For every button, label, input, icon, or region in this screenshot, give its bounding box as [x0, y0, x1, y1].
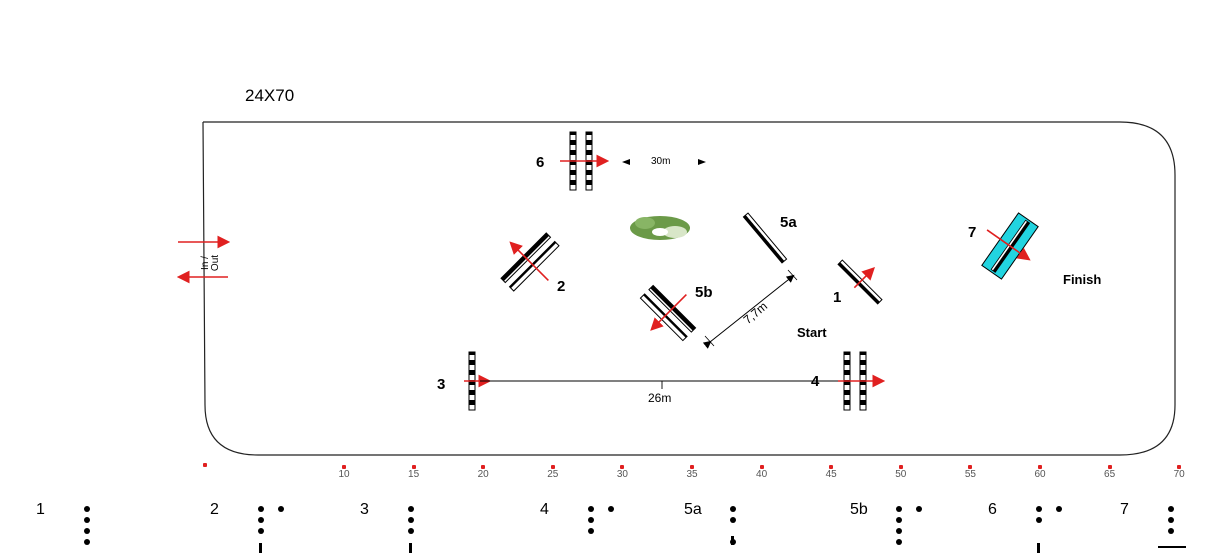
legend-dot	[730, 517, 736, 523]
fence-label-7: 7	[968, 224, 977, 241]
legend-dot	[258, 517, 264, 523]
distance-line-5	[702, 274, 795, 349]
legend-dot	[84, 506, 90, 512]
scale-tick-mark	[898, 465, 903, 469]
fence-label-4: 4	[811, 373, 820, 390]
legend-dot	[896, 528, 902, 534]
fence-2	[500, 232, 560, 292]
fence-label-1: 1	[833, 289, 842, 306]
fence-5b	[639, 284, 697, 342]
fence-label-6: 6	[536, 154, 545, 171]
arena-size-label: 24X70	[245, 86, 295, 105]
scale-tick-mark	[1107, 465, 1112, 469]
legend-dot	[1036, 517, 1042, 523]
legend-dot	[896, 539, 902, 545]
scale-tick-label: 55	[964, 469, 976, 480]
legend-dot	[408, 528, 414, 534]
legend-dot	[588, 506, 594, 512]
scale-tick-mark	[759, 465, 764, 469]
legend-dot	[896, 517, 902, 523]
scale-tick-label: 65	[1104, 469, 1116, 480]
distance-arrow-left	[622, 159, 630, 165]
fence-1	[837, 259, 883, 305]
legend-dot	[84, 517, 90, 523]
fence-5a	[742, 212, 788, 264]
scale-tick-mark	[620, 465, 625, 469]
legend-dot	[408, 517, 414, 523]
legend-code-number: 6	[988, 501, 997, 518]
scale-tick-label: 25	[547, 469, 559, 480]
scale-tick-mark	[1177, 465, 1182, 469]
legend-dot	[84, 528, 90, 534]
scale-tick-label: 45	[825, 469, 837, 480]
finish-label: Finish	[1063, 272, 1102, 287]
scale-tick-label: 10	[338, 469, 350, 480]
legend-bar	[1037, 543, 1040, 553]
scale-tick-label: 40	[756, 469, 768, 480]
scale-origin-mark	[203, 463, 207, 467]
distance-label-26m: 26m	[648, 391, 672, 405]
legend-bar	[1158, 546, 1186, 548]
distance-arrow-right	[698, 159, 706, 165]
legend-dot	[278, 506, 284, 512]
legend-code-number: 4	[540, 501, 549, 518]
fence-label-3: 3	[437, 376, 446, 393]
entry-label: In / Out	[200, 254, 221, 272]
legend-dot	[1036, 506, 1042, 512]
scale-tick-label: 60	[1034, 469, 1046, 480]
legend-dot	[1168, 517, 1174, 523]
scale-tick-mark	[411, 465, 416, 469]
scale-tick-label: 20	[477, 469, 489, 480]
legend-code-number: 3	[360, 501, 369, 518]
legend-dot	[1168, 506, 1174, 512]
scale-tick-label: 35	[686, 469, 698, 480]
legend-code-number: 7	[1120, 501, 1129, 518]
scale-tick-label: 70	[1173, 469, 1185, 480]
scale-tick-mark	[550, 465, 555, 469]
fence-label-5a: 5a	[780, 214, 797, 231]
legend-dot	[896, 506, 902, 512]
legend-code-number: 1	[36, 501, 45, 518]
legend-bar	[409, 543, 412, 553]
legend-dot	[84, 539, 90, 545]
arena-outline	[202, 121, 1176, 456]
legend-dot	[588, 517, 594, 523]
legend-bar	[259, 543, 262, 553]
fence-4	[838, 351, 886, 411]
legend-dot	[408, 506, 414, 512]
legend-code-number: 2	[210, 501, 219, 518]
scale-tick-mark	[481, 465, 486, 469]
legend-dot	[916, 506, 922, 512]
scale-tick-label: 15	[408, 469, 420, 480]
legend-dot	[730, 506, 736, 512]
fence-6	[560, 131, 610, 191]
legend-dot	[1168, 528, 1174, 534]
legend-dot	[588, 528, 594, 534]
scale-tick-label: 50	[895, 469, 907, 480]
legend-code-number: 5b	[850, 501, 868, 518]
shrub-decoration	[630, 216, 690, 240]
scale-tick-mark	[690, 465, 694, 469]
legend-dot	[608, 506, 614, 512]
legend-dot	[258, 528, 264, 534]
scale-tick-mark	[968, 465, 973, 469]
start-label: Start	[797, 325, 827, 340]
fence-label-5b: 5b	[695, 284, 713, 301]
legend-dot	[258, 506, 264, 512]
fence-label-2: 2	[557, 278, 566, 295]
legend-code-number: 5a	[684, 501, 702, 518]
scale-tick-mark	[829, 465, 834, 469]
legend-bar	[731, 536, 734, 545]
fence-7	[981, 212, 1039, 280]
scale-tick-mark	[342, 465, 346, 469]
legend-dot	[1056, 506, 1062, 512]
scale-tick-label: 30	[616, 469, 628, 480]
distance-label-30m: 30m	[651, 156, 671, 167]
scale-tick-mark	[1038, 465, 1042, 469]
